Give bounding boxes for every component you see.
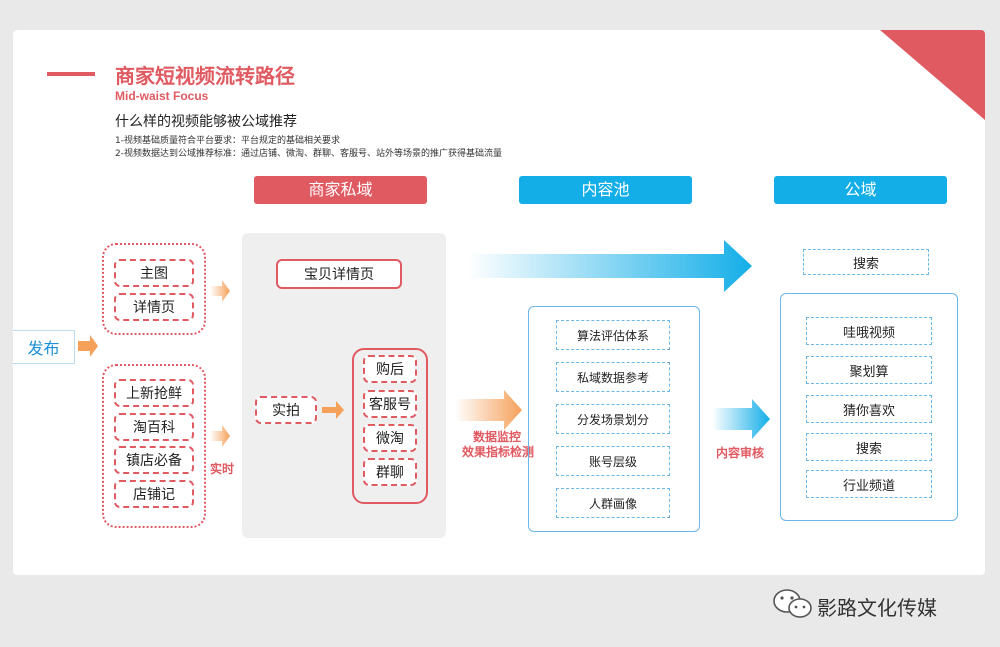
item-real-shoot: 实拍 xyxy=(255,396,317,424)
item-public-search-top: 搜索 xyxy=(803,249,929,275)
item-guess-you-like: 猜你喜欢 xyxy=(806,395,932,423)
left-group-1 xyxy=(102,243,206,335)
wechat-icon xyxy=(773,589,812,618)
realtime-label: 实时 xyxy=(210,462,235,476)
item-scene-division: 分发场景划分 xyxy=(556,404,670,434)
item-main-image: 主图 xyxy=(114,259,194,287)
item-product-detail: 宝贝详情页 xyxy=(276,259,402,289)
corner-triangle xyxy=(880,30,985,120)
publish-box: 发布 xyxy=(13,330,75,364)
item-wow-video: 哇哦视频 xyxy=(806,317,932,345)
item-private-data: 私域数据参考 xyxy=(556,362,670,392)
item-encyclopedia: 淘百科 xyxy=(114,413,194,441)
title-accent-bar xyxy=(47,72,95,76)
review-label: 内容审核 xyxy=(716,446,765,460)
question-text: 什么样的视频能够被公域推荐 xyxy=(115,114,297,130)
header-public-domain: 公域 xyxy=(774,176,947,204)
item-algorithm: 算法评估体系 xyxy=(556,320,670,350)
page-title: 商家短视频流转路径 xyxy=(115,64,295,88)
item-industry-channel: 行业频道 xyxy=(806,470,932,498)
item-public-search: 搜索 xyxy=(806,433,932,461)
item-weitao: 微淘 xyxy=(363,424,417,452)
channels-group xyxy=(352,348,428,504)
item-new-arrival: 上新抢鲜 xyxy=(114,379,194,407)
monitor-label-1: 数据监控 xyxy=(472,430,521,444)
watermark-text: 影路文化传媒 xyxy=(817,596,937,620)
item-after-purchase: 购后 xyxy=(363,355,417,383)
item-store-record: 店铺记 xyxy=(114,480,194,508)
content-pool-panel xyxy=(528,306,700,532)
item-juhuasuan: 聚划算 xyxy=(806,356,932,384)
item-detail-page: 详情页 xyxy=(114,293,194,321)
left-group-2 xyxy=(102,364,206,528)
note-2: 2-视频数据达到公域推荐标准：通过店铺、微淘、群聊、客服号、站外等场景的推广获得… xyxy=(115,149,502,159)
item-audience-profile: 人群画像 xyxy=(556,488,670,518)
public-domain-panel xyxy=(780,293,958,521)
header-content-pool: 内容池 xyxy=(519,176,692,204)
item-service-account: 客服号 xyxy=(363,390,417,418)
item-group-chat: 群聊 xyxy=(363,458,417,486)
monitor-label-2: 效果指标检测 xyxy=(461,445,534,459)
page-subtitle: Mid-waist Focus xyxy=(115,89,209,103)
header-private-domain: 商家私域 xyxy=(254,176,427,204)
note-1: 1-视频基础质量符合平台要求：平台规定的基础相关要求 xyxy=(115,136,340,146)
item-account-level: 账号层级 xyxy=(556,446,670,476)
item-must-have: 镇店必备 xyxy=(114,446,194,474)
